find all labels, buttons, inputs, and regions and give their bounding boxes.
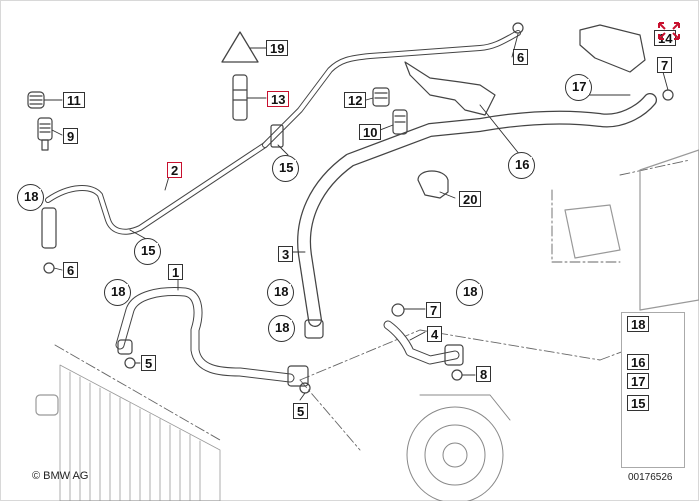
pressure-sensor-13: [232, 74, 248, 121]
callout-18e-label: 18: [460, 284, 481, 300]
drier-housing: [639, 149, 699, 311]
legend-label-15[interactable]: 15: [627, 395, 650, 411]
callout-10[interactable]: 10: [359, 124, 382, 140]
cap-12: [372, 87, 390, 107]
callout-13[interactable]: 13: [267, 91, 290, 107]
o-ring-7b: [662, 89, 674, 101]
callout-15b-label: 15: [138, 243, 159, 259]
callout-11[interactable]: 11: [63, 92, 85, 108]
callout-6a[interactable]: 6: [63, 262, 79, 278]
o-ring-6a: [43, 262, 55, 274]
callout-18b[interactable]: 18: [104, 279, 131, 306]
callout-4[interactable]: 4: [427, 326, 443, 342]
compressor: [406, 394, 511, 501]
callout-17[interactable]: 17: [565, 74, 592, 101]
callout-7b[interactable]: 7: [657, 57, 673, 73]
callout-18e[interactable]: 18: [456, 279, 483, 306]
clamp-20: [417, 170, 449, 199]
legend-label-18[interactable]: 18: [627, 316, 650, 332]
callout-18d[interactable]: 18: [268, 315, 295, 342]
o-ring-7a: [391, 303, 405, 317]
condenser: [59, 364, 221, 501]
legend-label-17[interactable]: 17: [627, 373, 650, 389]
callout-16[interactable]: 16: [508, 152, 535, 179]
callout-15a[interactable]: 15: [272, 155, 299, 182]
callout-7a[interactable]: 7: [426, 302, 442, 318]
copyright-text: © BMW AG: [32, 470, 89, 482]
callout-12[interactable]: 12: [344, 92, 367, 108]
warning-label-19: [221, 31, 259, 63]
valve-10: [392, 109, 408, 135]
o-ring-5a: [124, 357, 136, 369]
bracket-14: [579, 24, 646, 73]
callout-5a[interactable]: 5: [141, 355, 157, 371]
callout-9[interactable]: 9: [63, 128, 79, 144]
callout-1[interactable]: 1: [168, 264, 184, 280]
fastener-legend: 18 16 17 15: [621, 312, 685, 468]
callout-8[interactable]: 8: [476, 366, 492, 382]
callout-6b[interactable]: 6: [513, 49, 529, 65]
connector-block: [564, 204, 621, 259]
callout-15b[interactable]: 15: [134, 238, 161, 265]
callout-18a-label: 18: [21, 189, 42, 205]
callout-18b-label: 18: [108, 284, 129, 300]
callout-18c-label: 18: [271, 284, 292, 300]
callout-3[interactable]: 3: [278, 246, 294, 262]
diagram-part-number: 00176526: [628, 472, 673, 483]
callout-5b[interactable]: 5: [293, 403, 309, 419]
o-ring-5b: [299, 382, 311, 394]
o-ring-6b: [512, 22, 524, 34]
legend-label-16[interactable]: 16: [627, 354, 650, 370]
callout-2[interactable]: 2: [167, 162, 183, 178]
callout-17-label: 17: [569, 79, 590, 95]
callout-15a-label: 15: [276, 160, 297, 176]
block-fitting-16: [404, 61, 496, 116]
callout-16-label: 16: [512, 157, 533, 173]
fitting-left: [41, 207, 57, 249]
callout-18c[interactable]: 18: [267, 279, 294, 306]
expand-icon[interactable]: [656, 20, 682, 42]
callout-20[interactable]: 20: [459, 191, 482, 207]
fitting-15: [270, 124, 284, 148]
o-ring-8: [451, 369, 463, 381]
callout-18a[interactable]: 18: [17, 184, 44, 211]
callout-19[interactable]: 19: [266, 40, 289, 56]
callout-18d-label: 18: [272, 320, 293, 336]
valve-9: [37, 117, 53, 141]
